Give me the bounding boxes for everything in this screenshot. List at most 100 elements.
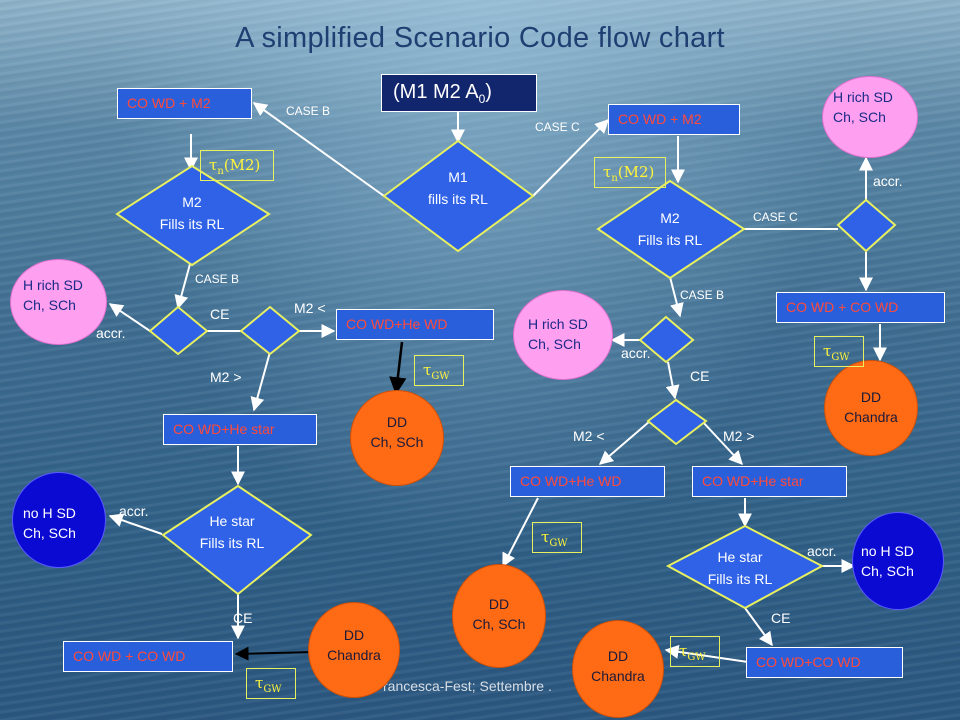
m1-decision-line2: fills its RL: [428, 191, 488, 207]
tau-gw-left: τGW: [414, 355, 464, 386]
circle-dd-chandra-bottom-line1: DD: [607, 648, 629, 664]
tau-n-m2-left: τn(M2): [200, 150, 274, 181]
decision-he-star-right: [665, 524, 825, 610]
tau-gw-right-mid: τGW: [532, 522, 582, 553]
label-accr-left-bottom: accr.: [119, 503, 149, 519]
m2-fills-left-line1: M2: [182, 194, 202, 210]
arrow-right-m2-greater: [701, 420, 743, 466]
circle-dd-chandra-left-line2: Chandra: [327, 647, 381, 663]
start-state-suffix: ): [485, 81, 492, 103]
label-accr-right-mid: accr.: [621, 345, 651, 361]
tau-gw-right-mid-symbol: τ: [541, 528, 550, 546]
circle-h-rich-mid-line2: Ch, SCh: [528, 336, 581, 352]
decision-he-star-left: [161, 484, 313, 596]
label-ce-left-bottom: CE: [233, 610, 253, 626]
decision-accr-left: [148, 305, 209, 356]
m1-decision-text: M1 fills its RL: [398, 166, 518, 210]
decision-accr-right-top: [836, 198, 897, 253]
tau-n-left-sub: n: [217, 166, 224, 177]
circle-dd-chandra-right: DD Chandra: [824, 360, 918, 456]
circle-h-rich-sd-mid: H rich SD Ch, SCh: [513, 290, 613, 380]
circle-no-h-left-line2: Ch, SCh: [23, 525, 76, 541]
m1-decision-line1: M1: [448, 169, 468, 185]
he-star-left-line2: Fills its RL: [199, 535, 265, 551]
label-accr-right-bottom: accr.: [807, 543, 837, 559]
tau-n-left-arg: (M2): [223, 156, 261, 174]
circle-no-h-sd-left: no H SD Ch, SCh: [12, 472, 106, 568]
he-star-right-line2: Fills its RL: [707, 571, 773, 587]
label-case-b-top: CASE B: [286, 104, 331, 118]
circle-dd-chandra-bottom-line2: Chandra: [591, 668, 645, 684]
box-co-wd-co-wd-left: CO WD + CO WD: [63, 641, 233, 672]
tau-gw-left-bottom-sub: GW: [263, 684, 282, 695]
circle-no-h-left-line1: no H SD: [23, 505, 76, 521]
label-ce-right-bottom: CE: [771, 610, 791, 626]
label-accr-left: accr.: [96, 325, 126, 341]
arrow-right-cowd-to-chandra-bottom: [664, 644, 749, 663]
label-m2-less-right: M2 <: [573, 428, 605, 444]
label-m2-greater-right: M2 >: [723, 428, 755, 444]
decision-ce-left: [239, 305, 301, 356]
arrow-right-m2-less: [598, 420, 651, 465]
m2-fills-left-line2: Fills its RL: [159, 216, 225, 232]
circle-dd-chandra-right-line1: DD: [860, 389, 882, 405]
label-m2-less-left: M2 <: [294, 300, 326, 316]
decision-accr-right-mid: [638, 315, 695, 364]
circle-h-rich-top-right-line1: H rich SD: [833, 89, 893, 105]
box-co-wd-m2-right: CO WD + M2: [608, 104, 740, 135]
arrow-left-he-star-accr: [108, 513, 163, 535]
circle-dd-chandra-bottom: DD Chandra: [572, 620, 664, 718]
arrow-left-chandra-to-cowd: [234, 646, 317, 661]
tau-n-m2-right: τn(M2): [594, 157, 666, 188]
tau-gw-right-top-symbol: τ: [823, 342, 832, 360]
box-co-wd-he-star-right: CO WD+He star: [692, 466, 847, 497]
circle-h-rich-left-line2: Ch, SCh: [23, 297, 76, 313]
label-case-c-top: CASE C: [535, 120, 580, 134]
label-accr-right-top: accr.: [873, 173, 903, 189]
arrow-right-case-b: [669, 276, 684, 318]
tau-gw-right-top-sub: GW: [831, 352, 850, 363]
tau-gw-left-bottom-symbol: τ: [255, 674, 264, 692]
he-star-left-line1: He star: [209, 513, 255, 529]
footer-text: rancesca-Fest; Settembre .: [383, 678, 552, 694]
circle-dd-ch-sch-left-line2: Ch, SCh: [370, 434, 424, 450]
arrow-right-he-star-ce: [744, 607, 773, 647]
box-co-wd-co-wd-right-bottom: CO WD+CO WD: [746, 647, 903, 678]
circle-h-rich-mid-line1: H rich SD: [528, 316, 588, 332]
tau-gw-right-bottom-symbol: τ: [679, 642, 688, 660]
decision-m2-fills-right: [596, 179, 746, 280]
circle-dd-chandra-left-line1: DD: [343, 627, 365, 643]
decision-m1-fills: [382, 139, 535, 253]
decision-ce-right: [646, 398, 708, 446]
box-co-wd-he-star-left: CO WD+He star: [163, 414, 317, 445]
tau-gw-right-bottom: τGW: [670, 636, 720, 667]
decision-m2-fills-left: [115, 164, 271, 267]
tau-gw-left-symbol: τ: [423, 361, 432, 379]
circle-dd-ch-sch-right-line1: DD: [488, 596, 510, 612]
circle-dd-chandra-left: DD Chandra: [308, 602, 400, 698]
circle-no-h-right-line2: Ch, SCh: [861, 563, 914, 579]
circle-dd-chandra-right-line2: Chandra: [844, 409, 898, 425]
start-state-subscript: 0: [478, 92, 486, 106]
tau-n-right-sub: n: [611, 173, 618, 184]
tau-gw-left-sub: GW: [431, 371, 450, 382]
box-co-wd-he-wd-right: CO WD+He WD: [510, 466, 665, 497]
tau-n-right-arg: (M2): [617, 163, 655, 181]
box-co-wd-m2-left: CO WD + M2: [117, 88, 252, 119]
label-ce-left: CE: [210, 306, 230, 322]
tau-gw-left-bottom: τGW: [246, 668, 296, 699]
he-star-right-line1: He star: [717, 549, 763, 565]
arrow-m1-case-c: [532, 119, 609, 197]
label-case-b-left: CASE B: [195, 272, 240, 286]
circle-dd-ch-sch-right-line2: Ch, SCh: [472, 616, 526, 632]
start-state-prefix: (M1 M2 A: [393, 81, 479, 103]
circle-h-rich-top-right-line2: Ch, SCh: [833, 109, 886, 125]
tau-n-left-symbol: τ: [209, 156, 218, 174]
